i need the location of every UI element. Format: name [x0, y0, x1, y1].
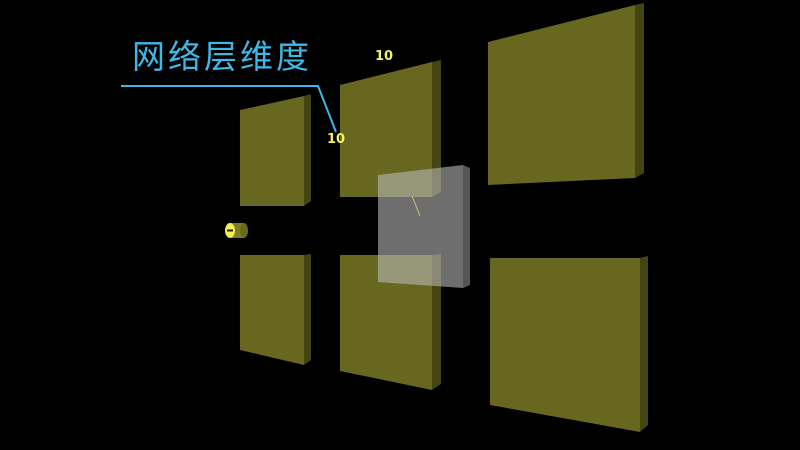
- input-cylinder-icon: [225, 223, 248, 238]
- annotation-title: 网络层维度: [132, 37, 312, 76]
- layer-panel-right-top: [488, 3, 644, 185]
- height-dimension-label: 10: [327, 132, 346, 147]
- layer-panel-left-bottom: [240, 254, 311, 365]
- annotation-leader-line: [121, 85, 337, 133]
- layer-panel-middle-bottom: [340, 254, 441, 390]
- width-dimension-label: 10: [375, 49, 394, 64]
- layer-panel-left-top: [240, 94, 311, 206]
- layer-panel-right-bottom: [490, 256, 648, 432]
- convolution-kernel: [378, 165, 470, 288]
- layer-panel-middle-top: [340, 60, 441, 197]
